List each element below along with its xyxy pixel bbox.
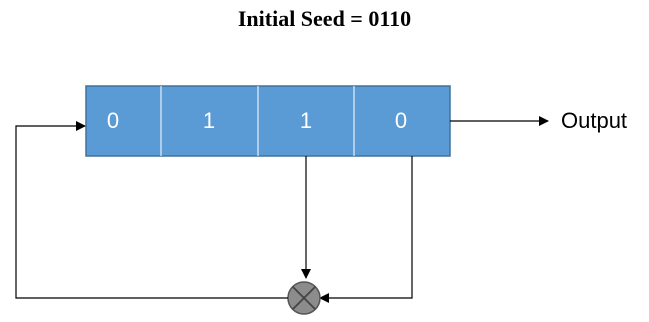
diagram-title: Initial Seed = 0110 [237,6,412,31]
feedback-arrow [15,121,288,299]
register-body [85,85,451,157]
register-bit-3: 0 [395,108,407,133]
shift-register: 0 1 1 0 [85,85,451,157]
register-bit-1: 1 [203,108,215,133]
tap-line-bit3 [319,156,413,303]
xor-gate [287,281,321,315]
output-label: Output [561,108,627,133]
xor-cross-line [292,286,316,310]
register-bit-2: 1 [300,108,312,133]
register-bit-0: 0 [107,108,119,133]
